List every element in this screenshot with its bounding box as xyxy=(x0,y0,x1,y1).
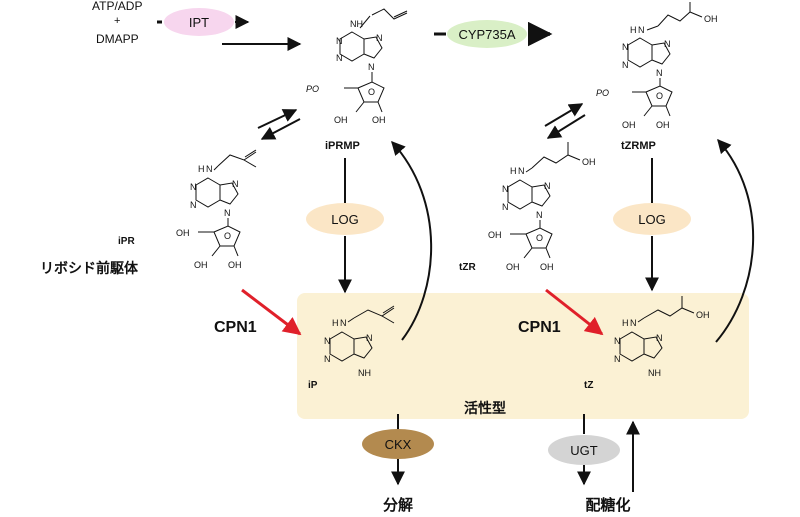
svg-text:N: N xyxy=(190,182,197,192)
svg-text:N: N xyxy=(340,318,347,328)
label-glycosylation: 配糖化 xyxy=(585,496,630,514)
svg-text:N: N xyxy=(544,181,551,191)
svg-text:H: H xyxy=(332,318,339,328)
substrate-plus: + xyxy=(114,15,120,27)
arrow-tzr-to-tzrmp xyxy=(544,103,584,127)
svg-text:O: O xyxy=(368,87,375,97)
svg-text:N: N xyxy=(622,60,629,70)
svg-text:N: N xyxy=(536,210,543,220)
arrow-iprmp-to-ipr xyxy=(260,118,301,140)
svg-text:O: O xyxy=(224,231,231,241)
enzyme-ckx-label: CKX xyxy=(385,437,412,452)
svg-text:OH: OH xyxy=(334,115,348,125)
svg-text:N: N xyxy=(366,333,373,343)
molecule-ipr: H N N N N N O OH OH OH xyxy=(176,149,257,270)
svg-text:N: N xyxy=(614,336,621,346)
svg-text:N: N xyxy=(614,354,621,364)
svg-text:N: N xyxy=(336,36,343,46)
svg-text:O: O xyxy=(656,91,663,101)
svg-text:OH: OH xyxy=(506,262,520,272)
molecule-tzr: OH H N N N N N O OH OH OH xyxy=(488,142,596,272)
label-ipr: iPR xyxy=(118,236,135,247)
svg-text:N: N xyxy=(502,184,509,194)
arrow-tz-to-tzrmp xyxy=(715,138,754,343)
svg-text:PO: PO xyxy=(596,88,609,98)
svg-text:N: N xyxy=(664,39,671,49)
enzyme-log-left xyxy=(306,203,384,235)
label-degradation: 分解 xyxy=(383,496,413,514)
svg-text:N: N xyxy=(190,200,197,210)
svg-text:OH: OH xyxy=(696,310,710,320)
svg-text:H: H xyxy=(198,164,205,174)
enzyme-ipt-label: IPT xyxy=(189,15,209,30)
svg-text:H: H xyxy=(622,318,629,328)
arrow-ipr-to-iprmp xyxy=(257,109,298,129)
svg-text:OH: OH xyxy=(194,260,208,270)
enzyme-cyp735a-label: CYP735A xyxy=(458,27,515,42)
substrate-atp-adp: ATP/ADP xyxy=(92,0,142,13)
svg-text:NH: NH xyxy=(648,368,661,378)
svg-text:OH: OH xyxy=(372,115,386,125)
molecule-ip: H N N N N NH xyxy=(324,305,395,378)
svg-text:OH: OH xyxy=(582,157,596,167)
enzyme-log-right-label: LOG xyxy=(638,212,665,227)
label-cpn1-left: CPN1 xyxy=(214,319,257,336)
arrow-cpn1-left xyxy=(241,288,302,336)
svg-text:N: N xyxy=(630,318,637,328)
label-riboside-precursor: リボシド前駆体 xyxy=(40,260,139,276)
svg-text:N: N xyxy=(224,208,231,218)
svg-text:N: N xyxy=(518,166,525,176)
svg-text:O: O xyxy=(536,233,543,243)
label-ip: iP xyxy=(308,380,318,391)
svg-text:N: N xyxy=(206,164,213,174)
molecule-tz: OH H N N N N NH xyxy=(614,296,710,378)
enzyme-log-left-label: LOG xyxy=(331,212,358,227)
svg-text:N: N xyxy=(376,33,383,43)
svg-text:OH: OH xyxy=(704,14,718,24)
enzyme-ipt xyxy=(164,8,234,36)
enzyme-ugt xyxy=(548,435,620,465)
label-tz: tZ xyxy=(584,380,593,391)
svg-text:N: N xyxy=(656,68,663,78)
svg-text:NH: NH xyxy=(350,19,363,29)
arrow-tzrmp-to-tzr xyxy=(546,114,586,139)
svg-text:N: N xyxy=(502,202,509,212)
molecule-iprmp: NH N N N N O PO OH OH xyxy=(306,8,408,125)
svg-text:H: H xyxy=(510,166,517,176)
enzyme-log-right xyxy=(613,203,691,235)
svg-text:N: N xyxy=(324,336,331,346)
enzyme-ckx xyxy=(362,429,434,459)
label-iprmp: iPRMP xyxy=(325,140,360,152)
svg-text:H: H xyxy=(630,25,637,35)
svg-text:N: N xyxy=(622,42,629,52)
svg-text:NH: NH xyxy=(358,368,371,378)
svg-text:OH: OH xyxy=(622,120,636,130)
label-tzr: tZR xyxy=(459,262,476,273)
svg-text:N: N xyxy=(232,179,239,189)
label-tzrmp: tZRMP xyxy=(621,140,656,152)
arrow-ip-to-iprmp xyxy=(391,140,433,341)
svg-text:OH: OH xyxy=(540,262,554,272)
svg-text:OH: OH xyxy=(656,120,670,130)
label-cpn1-right: CPN1 xyxy=(518,319,561,336)
svg-text:PO: PO xyxy=(306,84,319,94)
svg-text:OH: OH xyxy=(176,228,190,238)
svg-text:N: N xyxy=(336,53,343,63)
arrow-cpn1-right xyxy=(545,288,604,336)
substrate-dmapp: DMAPP xyxy=(96,32,139,46)
svg-text:OH: OH xyxy=(488,230,502,240)
svg-text:N: N xyxy=(368,62,375,72)
enzyme-ugt-label: UGT xyxy=(570,443,598,458)
active-form-region xyxy=(297,293,749,419)
svg-text:N: N xyxy=(324,354,331,364)
enzyme-cyp735a xyxy=(447,20,527,48)
molecule-tzrmp: OH H N N N N N O PO OH OH xyxy=(596,2,718,130)
label-active-form: 活性型 xyxy=(464,400,506,416)
svg-text:N: N xyxy=(638,25,645,35)
svg-text:N: N xyxy=(656,333,663,343)
svg-text:OH: OH xyxy=(228,260,242,270)
